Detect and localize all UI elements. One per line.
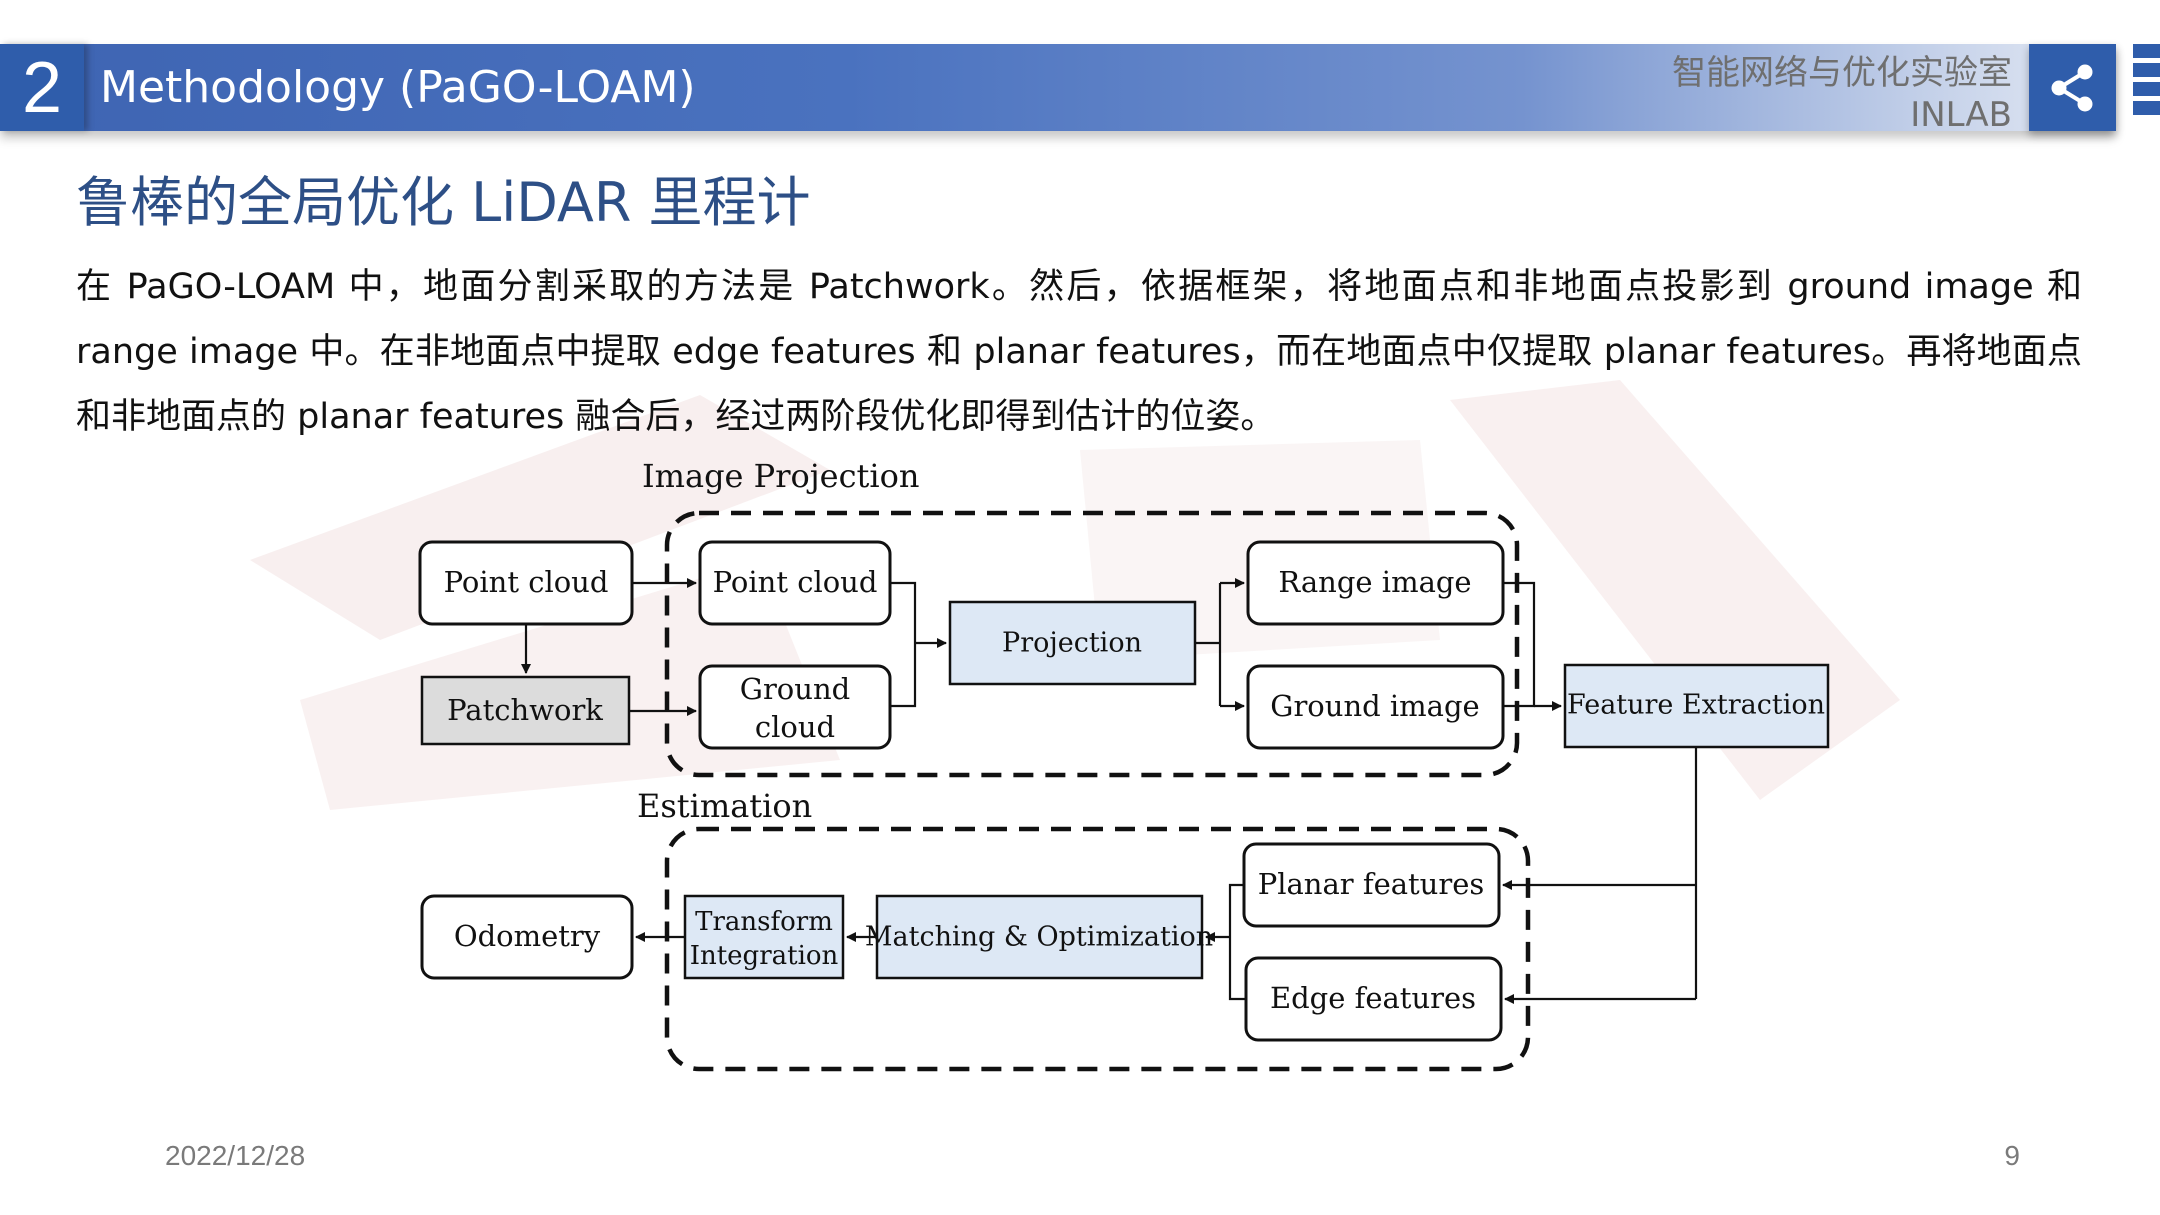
transform-integration-label-line1: Transform [695,907,833,937]
projection-label: Projection [1002,628,1142,659]
page-number: 9 [2004,1140,2020,1171]
matching-optimization-node [875,894,1204,980]
range-image-label: Range image [1278,565,1471,599]
feature-extraction-node [1563,663,1830,749]
edge-features-label: Edge features [1270,981,1476,1015]
image-projection-group [664,510,1520,778]
image-projection-label: Image Projection [642,457,920,495]
transform-integration-label-line2: Integration [690,941,839,971]
ground-cloud-label-line1: Ground [740,672,850,706]
estimation-group [664,826,1531,1072]
edge-stripes [2133,44,2160,134]
transform-integration-node [683,894,845,980]
patchwork-node [420,675,631,746]
ground-cloud-label-line2: cloud [755,710,835,744]
share-icon [2051,64,2092,111]
planar-features-label: Planar features [1258,867,1485,901]
section-number: 2 [0,44,84,131]
footer-date: 2022/12/28 [165,1140,306,1171]
header-bar [0,44,2115,131]
odometry-label: Odometry [454,919,601,953]
share-button[interactable] [2029,44,2116,131]
lab-name-cn: 智能网络与优化实验室 [1672,53,2012,93]
section-title: Methodology (PaGO-LOAM) [100,62,696,113]
estimation-label: Estimation [637,787,812,825]
ground-image-label: Ground image [1270,689,1479,723]
lab-name: 智能网络与优化实验室 INLAB [1672,52,2012,136]
matching-optimization-label: Matching & Optimization [865,922,1213,953]
pipeline-diagram: Image Projection Estimation Point cloud … [418,457,1830,1072]
body-paragraph: 在 PaGO-LOAM 中，地面分割采取的方法是 Patchwork。然后，依据… [76,267,2082,437]
connectors [521,578,1698,1004]
point-cloud-label: Point cloud [713,565,878,599]
point-cloud-input-label: Point cloud [444,565,609,599]
lab-name-en: INLAB [1910,95,2012,135]
patchwork-label: Patchwork [447,693,603,727]
feature-extraction-label: Feature Extraction [1567,690,1825,721]
slide-subtitle: 鲁棒的全局优化 LiDAR 里程计 [76,171,811,234]
odometry-node [420,894,634,980]
